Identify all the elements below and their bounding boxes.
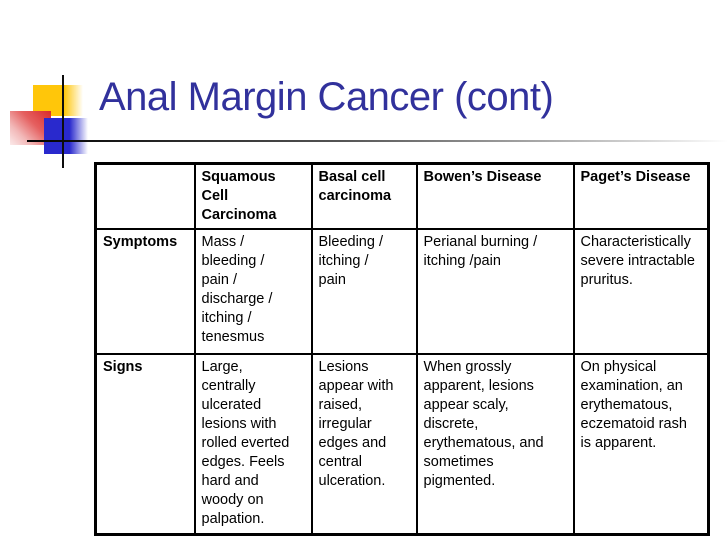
col-header-pagets-disease: Paget’s Disease <box>572 162 710 230</box>
cell-symptoms-basal: Bleeding / itching / pain <box>310 227 418 355</box>
col-header-bowens-disease: Bowen’s Disease <box>415 162 575 230</box>
decoration-blue-square <box>44 118 88 154</box>
decoration-yellow-square <box>33 85 83 116</box>
row-label-signs: Signs <box>94 352 196 536</box>
comparison-table: Squamous Cell Carcinoma Basal cell carci… <box>94 162 710 536</box>
slide-title: Anal Margin Cancer (cont) <box>99 75 554 119</box>
row-label-symptoms: Symptoms <box>94 227 196 355</box>
cell-signs-squamous: Large, centrally ulcerated lesions with … <box>193 352 313 536</box>
col-header-basal-cell-carcinoma: Basal cell carcinoma <box>310 162 418 230</box>
cell-symptoms-bowens: Perianal burning / itching /pain <box>415 227 575 355</box>
cell-symptoms-pagets: Characteristically severe intractable pr… <box>572 227 710 355</box>
corner-cell <box>94 162 196 230</box>
cell-signs-bowens: When grossly apparent, lesions appear sc… <box>415 352 575 536</box>
decoration-vertical-line <box>62 75 64 168</box>
cell-symptoms-squamous: Mass / bleeding / pain / discharge / itc… <box>193 227 313 355</box>
table-row-signs: Signs Large, centrally ulcerated lesions… <box>94 352 710 536</box>
col-header-squamous-cell-carcinoma: Squamous Cell Carcinoma <box>193 162 313 230</box>
title-underline-rule <box>27 140 728 142</box>
cell-signs-pagets: On physical examination, an erythematous… <box>572 352 710 536</box>
table-row-symptoms: Symptoms Mass / bleeding / pain / discha… <box>94 227 710 355</box>
cell-signs-basal: Lesions appear with raised, irregular ed… <box>310 352 418 536</box>
table-header-row: Squamous Cell Carcinoma Basal cell carci… <box>94 162 710 230</box>
